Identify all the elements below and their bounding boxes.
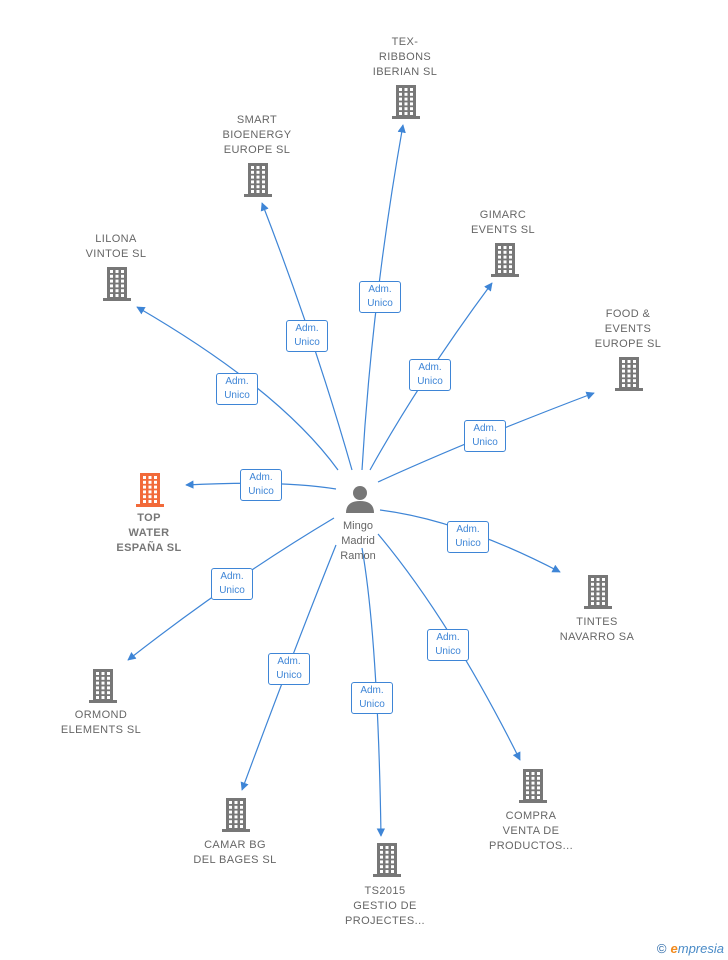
company-label-ts2015[interactable]: TS2015 GESTIO DE PROJECTES... (345, 885, 425, 927)
company-label-compra[interactable]: COMPRA VENTA DE PRODUCTOS... (488, 810, 574, 852)
relation-label-food: Adm. Unico (464, 420, 506, 452)
company-label-topwater[interactable]: TOP WATER ESPAÑA SL (116, 512, 182, 554)
edge-ts2015 (361, 547, 386, 837)
building-icon[interactable] (491, 243, 519, 277)
building-icon[interactable] (584, 575, 612, 609)
relation-label-smart: Adm. Unico (286, 320, 328, 352)
building-icon[interactable] (89, 669, 117, 703)
brand-initial: e (670, 941, 678, 956)
relation-label-ormond: Adm. Unico (211, 568, 253, 600)
copyright-icon: © (656, 941, 667, 956)
building-icon[interactable] (615, 357, 643, 391)
person-icon[interactable] (346, 486, 374, 513)
relation-label-gimarc: Adm. Unico (409, 359, 451, 391)
footer-brand: ©empresia (657, 941, 724, 956)
relation-label-camar: Adm. Unico (268, 653, 310, 685)
company-label-smart[interactable]: SMART BIOENERGY EUROPE SL (222, 114, 292, 156)
company-label-gimarc[interactable]: GIMARC EVENTS SL (470, 209, 536, 236)
company-label-tintes[interactable]: TINTES NAVARRO SA (559, 616, 635, 643)
company-label-food[interactable]: FOOD & EVENTS EUROPE SL (594, 308, 662, 350)
center-person-name[interactable]: Mingo Madrid Ramon (340, 520, 376, 562)
company-label-ormond[interactable]: ORMOND ELEMENTS SL (60, 709, 142, 736)
relation-label-ts2015: Adm. Unico (351, 682, 393, 714)
brand-name: mpresia (677, 941, 724, 956)
company-label-tex[interactable]: TEX- RIBBONS IBERIAN SL (372, 36, 438, 78)
relation-label-lilona: Adm. Unico (216, 373, 258, 405)
relation-label-tintes: Adm. Unico (447, 521, 489, 553)
company-label-lilona[interactable]: LILONA VINTOE SL (85, 233, 147, 260)
building-icon[interactable] (519, 769, 547, 803)
relation-label-topwater: Adm. Unico (240, 469, 282, 501)
building-icon[interactable] (103, 267, 131, 301)
building-icon[interactable] (136, 473, 164, 507)
company-label-camar[interactable]: CAMAR BG DEL BAGES SL (193, 839, 277, 866)
building-icon[interactable] (373, 843, 401, 877)
edge-lilona (136, 306, 339, 471)
building-icon[interactable] (244, 163, 272, 197)
building-icon[interactable] (222, 798, 250, 832)
relation-label-compra: Adm. Unico (427, 629, 469, 661)
building-icon[interactable] (392, 85, 420, 119)
relation-label-tex: Adm. Unico (359, 281, 401, 313)
